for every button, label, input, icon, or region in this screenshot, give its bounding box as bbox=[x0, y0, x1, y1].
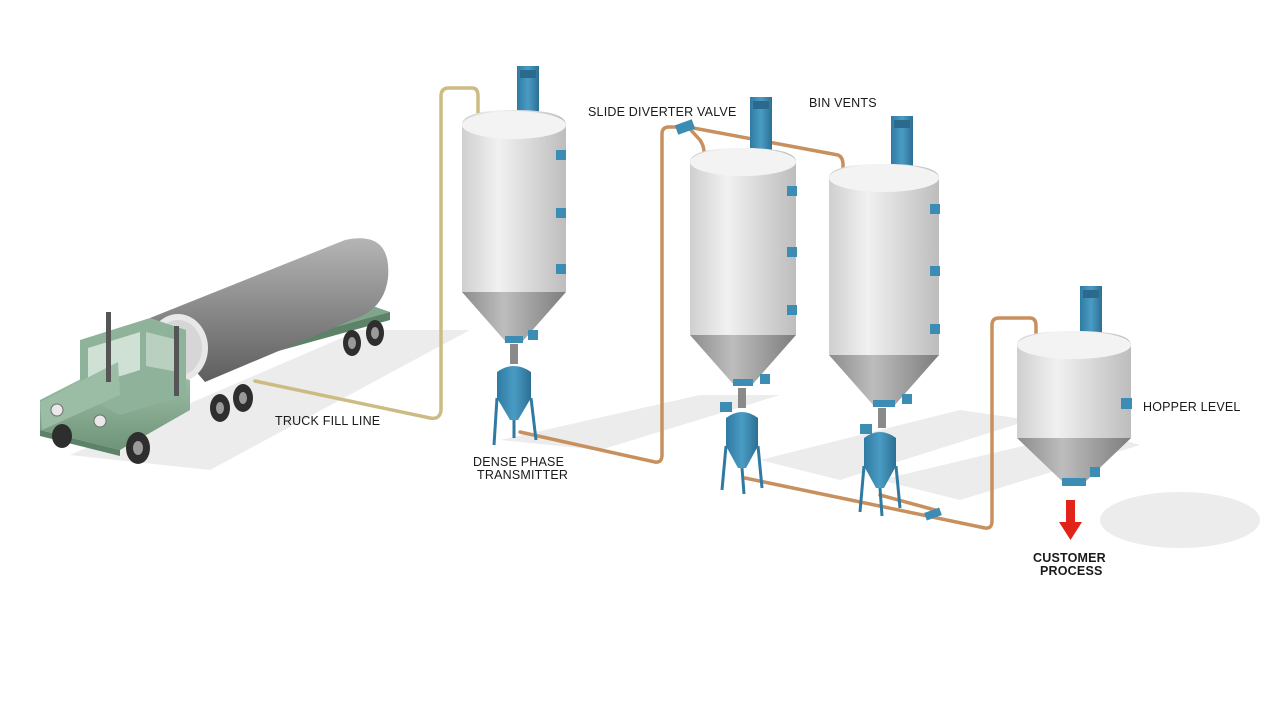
customer-process-arrow bbox=[1059, 500, 1082, 540]
storage-silo-3 bbox=[829, 116, 942, 521]
process-hopper bbox=[1017, 286, 1132, 486]
bin-vent bbox=[517, 66, 539, 120]
headlight bbox=[93, 414, 107, 428]
dense-phase-transmitter-1 bbox=[492, 344, 538, 446]
truck-fill-line-pipe bbox=[253, 86, 480, 421]
bin-vents-label: BIN VENTS bbox=[809, 96, 877, 110]
dense-phase-transmitter-3 bbox=[858, 408, 902, 517]
conveying-pipes bbox=[518, 125, 1038, 530]
slide-diverter-valve-label: SLIDE DIVERTER VALVE bbox=[588, 105, 737, 119]
bin-vent bbox=[1080, 286, 1102, 338]
customer-process-label-line-2: PROCESS bbox=[1040, 564, 1103, 578]
headlight bbox=[50, 403, 64, 417]
pipe-valve bbox=[924, 507, 942, 521]
dense-phase-label-line-2: TRANSMITTER bbox=[477, 468, 569, 482]
trailer-tank bbox=[150, 238, 389, 382]
dense-phase-label-line-1: DENSE PHASE bbox=[473, 455, 565, 469]
slide-diverter-valve bbox=[674, 119, 696, 135]
truck-fill-line-label: TRUCK FILL LINE bbox=[275, 414, 381, 428]
storage-silo-2 bbox=[690, 97, 797, 495]
tanker-truck bbox=[40, 238, 390, 464]
hopper-level-label: HOPPER LEVEL bbox=[1143, 400, 1241, 414]
hopper-level-sensor bbox=[1121, 398, 1132, 409]
customer-process-label-line-1: CUSTOMER bbox=[1033, 551, 1106, 565]
dense-phase-transmitter-2 bbox=[720, 388, 764, 495]
truck-wheel bbox=[52, 424, 72, 448]
bin-vent bbox=[750, 97, 772, 155]
bin-vent bbox=[891, 116, 913, 174]
storage-silo-1 bbox=[462, 66, 566, 446]
